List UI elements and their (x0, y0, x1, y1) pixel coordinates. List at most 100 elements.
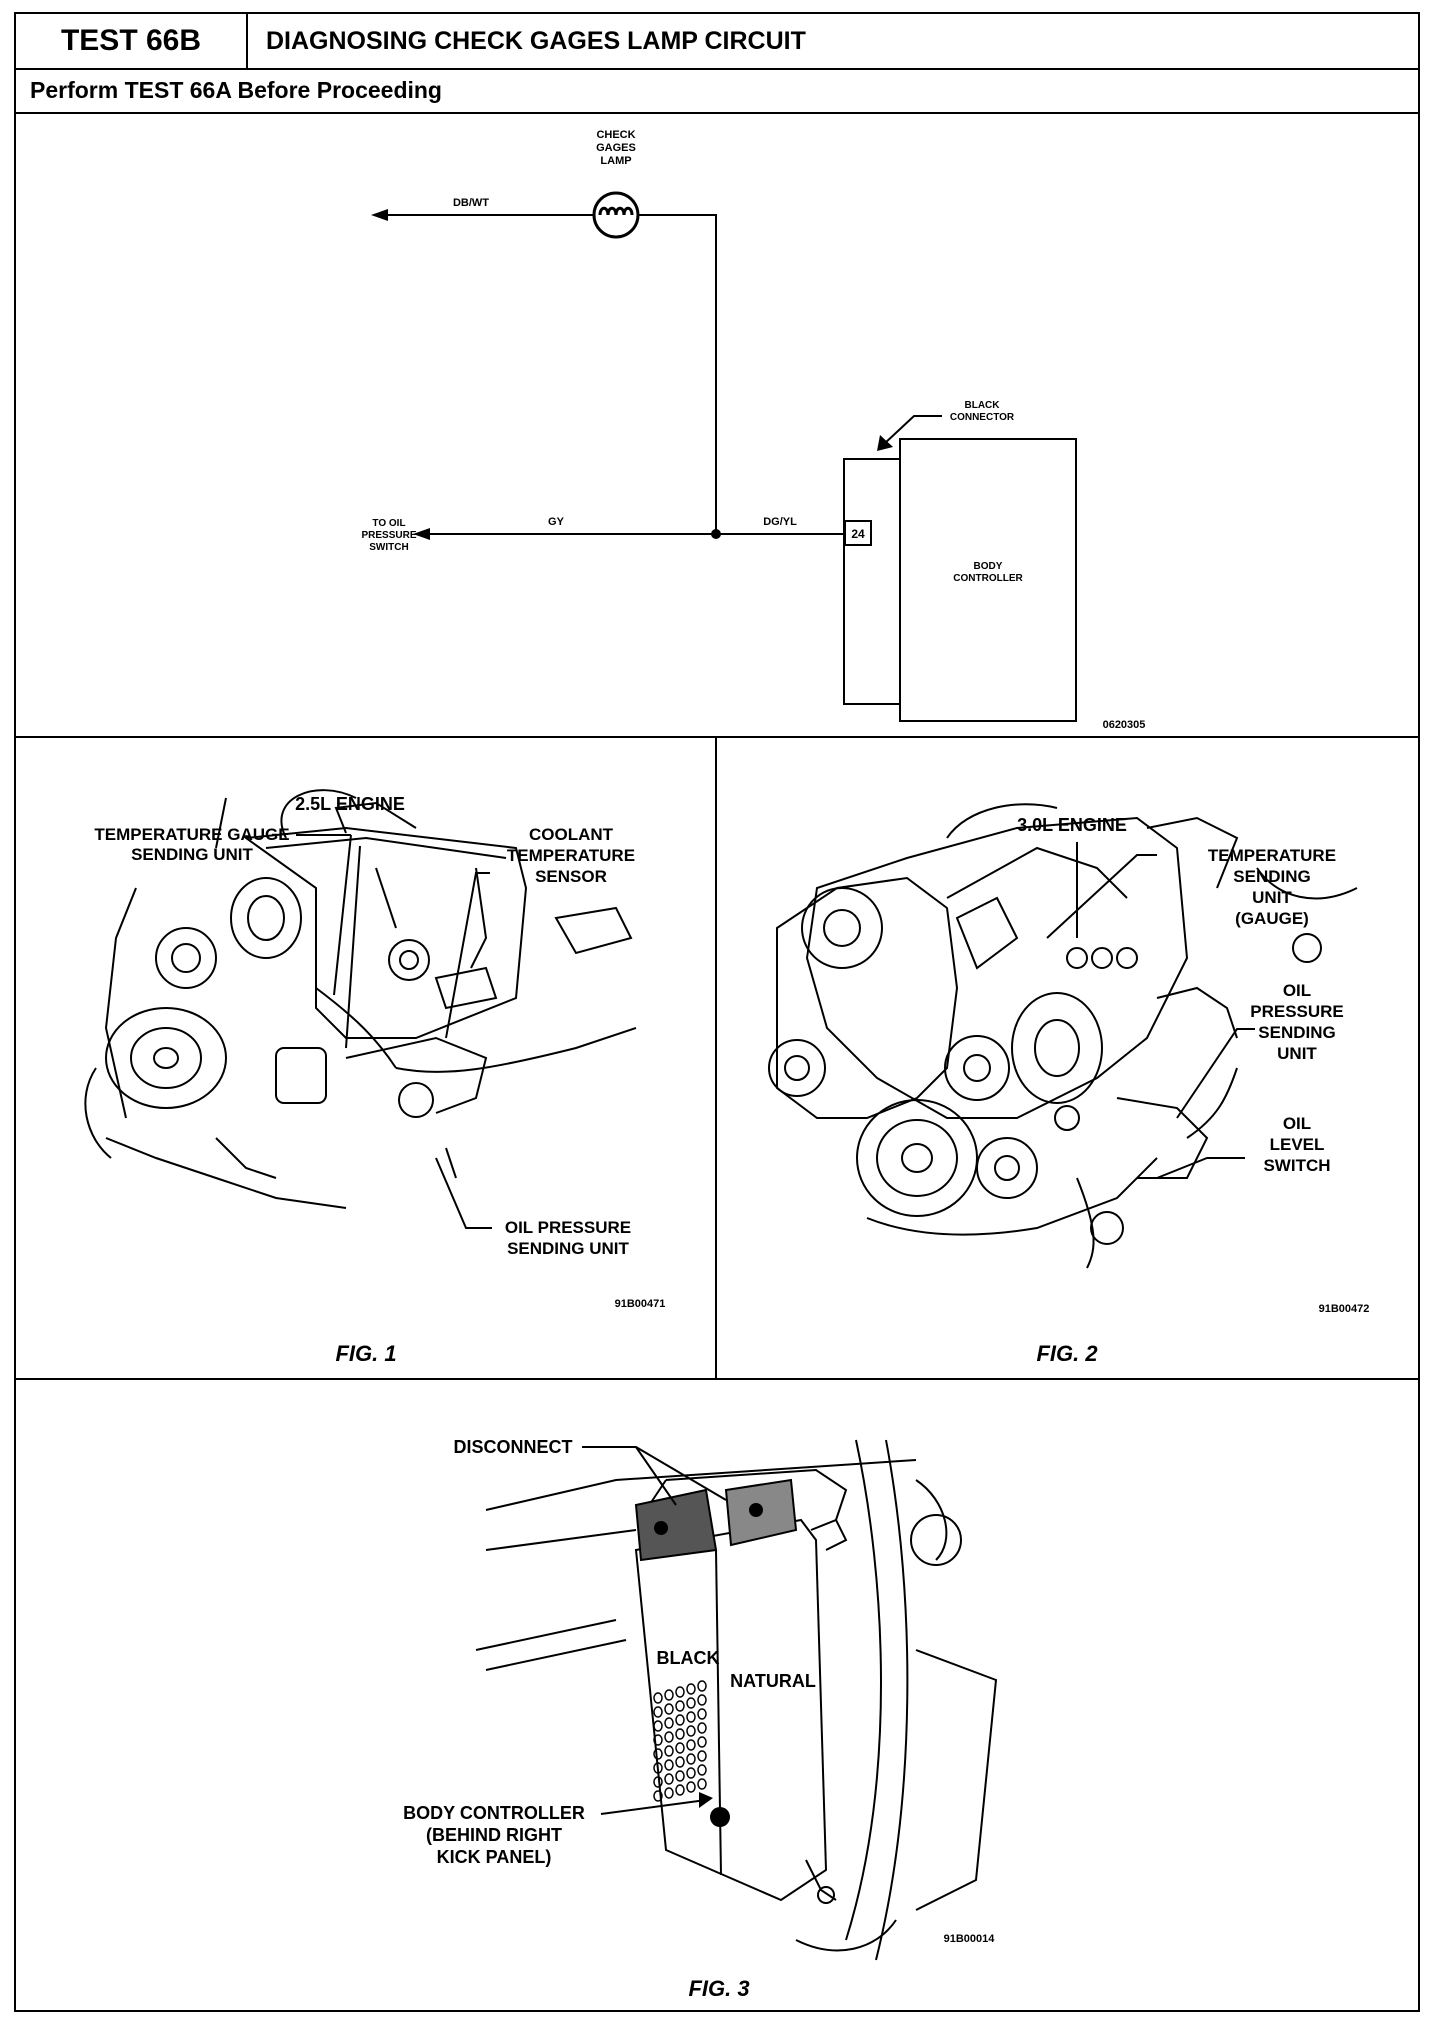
fig1-coolant-line-3: SENSOR (535, 867, 607, 886)
vent-hole (675, 1728, 685, 1740)
fig3-natural-label: NATURAL (730, 1671, 816, 1691)
fig2-temp-line-3: UNIT (1252, 888, 1292, 907)
vent-hole (686, 1683, 696, 1695)
test-title: DIAGNOSING CHECK GAGES LAMP CIRCUIT (266, 27, 806, 55)
fig3-figure-number: 91B00014 (944, 1933, 996, 1945)
vent-hole (664, 1773, 674, 1785)
oil-switch-label-line-2: PRESSURE (361, 530, 416, 541)
oil-switch-label-line-1: TO OIL (372, 518, 405, 529)
fig2-caption: FIG. 2 (1036, 1341, 1098, 1366)
engine-2-5l-drawing (84, 789, 637, 1209)
vent-hole (664, 1731, 674, 1743)
fig2-oil-pressure-line-4: UNIT (1277, 1044, 1317, 1063)
fig3-controller-illustration: DISCONNECT BLACK NATURAL BODY CONTROLLER… (403, 1437, 998, 2001)
fig3-controller-line-3: KICK PANEL) (437, 1847, 552, 1867)
kick-panel-drawing (475, 1439, 998, 1961)
fig2-oil-level-line-2: LEVEL (1270, 1135, 1325, 1154)
schematic-panel: CHECK GAGES LAMP DB/WT GY TO OIL PRESSUR… (16, 114, 1418, 738)
vent-hole (697, 1694, 707, 1706)
fig3-disconnect-label: DISCONNECT (453, 1437, 572, 1457)
fig1-coolant-line-2: TEMPERATURE (507, 846, 635, 865)
arrow-right-icon (699, 1792, 713, 1808)
vent-hole (686, 1711, 696, 1723)
fig1-coolant-line-1: COOLANT (529, 825, 614, 844)
vent-hole (664, 1759, 674, 1771)
fig2-figure-number: 91B00472 (1319, 1303, 1370, 1315)
controller-label-line-2: CONTROLLER (953, 573, 1023, 584)
schematic-figure-number: 0620305 (1103, 719, 1146, 731)
vent-hole (697, 1778, 707, 1790)
controller-label-line-1: BODY (974, 561, 1003, 572)
vent-hole (675, 1770, 685, 1782)
vent-hole (653, 1706, 663, 1718)
fig2-temp-line-4: (GAUGE) (1235, 909, 1309, 928)
fig2-temp-line-2: SENDING (1233, 867, 1310, 886)
fig3-caption: FIG. 3 (688, 1976, 749, 2001)
fig3-leaders (582, 1446, 727, 1815)
header-bar: TEST 66B DIAGNOSING CHECK GAGES LAMP CIR… (16, 14, 1418, 70)
vent-hole (686, 1781, 696, 1793)
check-gages-lamp-icon (592, 191, 640, 239)
test-id: TEST 66B (16, 14, 248, 68)
fig1-leaders (296, 834, 492, 1229)
fig2-oil-pressure-line-3: SENDING (1258, 1023, 1335, 1042)
vent-hole (675, 1756, 685, 1768)
vent-hole (664, 1717, 674, 1729)
vent-hole (653, 1748, 663, 1760)
wire-gy-label: GY (548, 516, 565, 528)
fig2-oil-level-line-3: SWITCH (1263, 1156, 1330, 1175)
connector-label-line-1: BLACK (965, 400, 1001, 411)
arrow-left-icon (413, 528, 430, 540)
vent-hole (697, 1722, 707, 1734)
vent-hole (686, 1725, 696, 1737)
test-page: TEST 66B DIAGNOSING CHECK GAGES LAMP CIR… (14, 12, 1420, 2012)
engine-3-0l-drawing (768, 803, 1358, 1269)
vent-hole (653, 1692, 663, 1704)
pin-box (844, 520, 872, 546)
vent-hole (697, 1736, 707, 1748)
arrow-left-icon (371, 209, 388, 221)
lamp-label-line-2: GAGES (596, 142, 636, 154)
fig1-oil-line-2: SENDING UNIT (507, 1239, 629, 1258)
fig3-controller-line-1: BODY CONTROLLER (403, 1803, 585, 1823)
vent-hole (653, 1720, 663, 1732)
vent-hole (686, 1753, 696, 1765)
vent-hole (697, 1750, 707, 1762)
fig2-oil-level-line-1: OIL (1283, 1114, 1311, 1133)
vent-hole (664, 1745, 674, 1757)
wire-dg-yl-label: DG/YL (763, 516, 797, 528)
vent-hole (675, 1784, 685, 1796)
pin-number: 24 (851, 527, 865, 541)
fig3-panel: DISCONNECT BLACK NATURAL BODY CONTROLLER… (16, 1380, 1418, 2010)
vent-hole (664, 1703, 674, 1715)
connector-leader (883, 415, 942, 445)
fig1-engine-label: 2.5L ENGINE (295, 794, 405, 814)
fig1-oil-line-1: OIL PRESSURE (505, 1218, 631, 1237)
vent-hole (675, 1686, 685, 1698)
fig2-oil-pressure-line-1: OIL (1283, 981, 1311, 1000)
instruction-line: Perform TEST 66A Before Proceeding (16, 70, 1418, 114)
vent-hole (653, 1790, 663, 1802)
black-connector (843, 458, 901, 705)
body-controller-box (899, 438, 1077, 722)
arrow-down-left-icon (877, 435, 893, 451)
wire-feed (638, 214, 717, 534)
vent-hole (664, 1689, 674, 1701)
vent-hole (675, 1742, 685, 1754)
fig2-temp-line-1: TEMPERATURE (1208, 846, 1336, 865)
fig1-temp-gauge-line-2: SENDING UNIT (131, 845, 253, 864)
lamp-label-line-3: LAMP (600, 155, 631, 167)
fig2-leaders (1046, 842, 1255, 1179)
vent-hole (675, 1700, 685, 1712)
oil-switch-label-line-3: SWITCH (369, 542, 408, 553)
vent-holes (653, 1680, 707, 1802)
fig1-figure-number: 91B00471 (615, 1298, 666, 1310)
lamp-label-line-1: CHECK (596, 129, 635, 141)
body-controller-module (634, 1478, 848, 1904)
vent-hole (653, 1762, 663, 1774)
black-connector-plug (634, 1488, 718, 1562)
vent-hole (653, 1734, 663, 1746)
wire-db-wt-label: DB/WT (453, 197, 489, 209)
vent-hole (686, 1739, 696, 1751)
fig3-controller-line-2: (BEHIND RIGHT (426, 1825, 562, 1845)
